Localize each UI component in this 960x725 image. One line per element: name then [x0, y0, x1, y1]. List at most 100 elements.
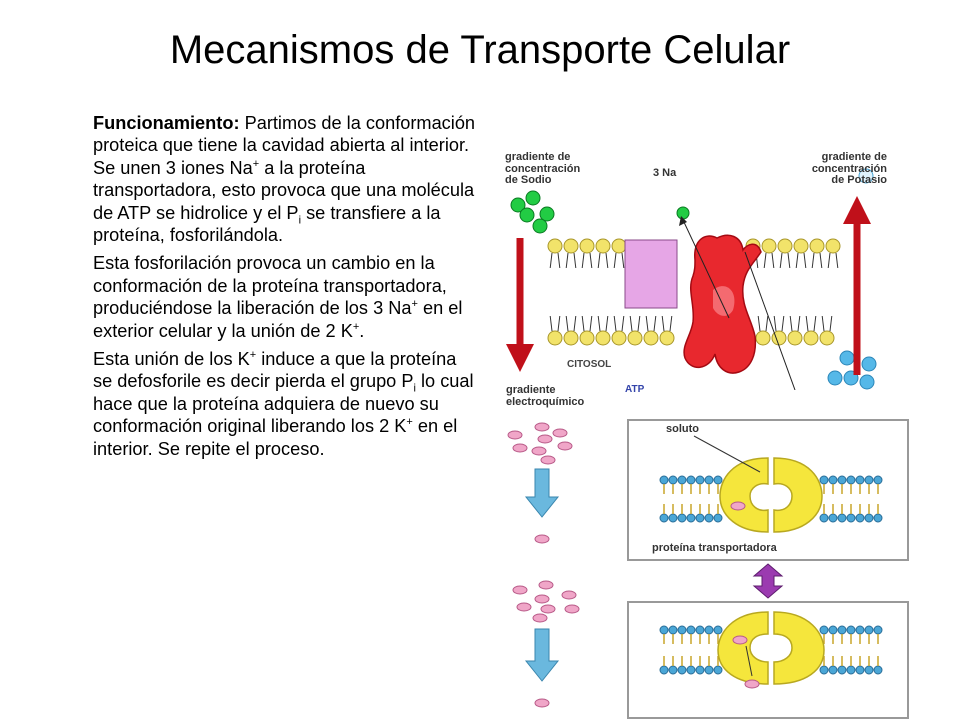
lipid-tail [597, 315, 601, 332]
lipid-head [611, 238, 627, 254]
lipid-head [803, 330, 819, 346]
k-superscript: + [352, 320, 360, 333]
lipid-tail [581, 252, 585, 269]
lipid-head [713, 625, 723, 635]
lipid-tail [779, 252, 783, 269]
lipid-head [659, 475, 669, 485]
lipid-head [563, 330, 579, 346]
sodium-ions [510, 190, 555, 234]
solute-cluster-top [507, 422, 573, 465]
electrochemical-gradient-diagram: gradiente electroquímico [482, 384, 622, 720]
lipid-tail [621, 252, 625, 269]
lipid-tail [813, 315, 817, 332]
lipid-head [873, 475, 883, 485]
lipid-head [828, 665, 838, 675]
lipid-head [864, 625, 874, 635]
sodium-potassium-pump-diagram: gradiente de concentración de Sodio 3 Na… [495, 140, 895, 395]
lipid-tail [629, 315, 633, 332]
paragraph-1-label: Funcionamiento: [93, 113, 240, 133]
paragraph-1-text-b: a la proteína transportadora, esto provo… [93, 157, 475, 223]
lipid-tail [645, 315, 649, 332]
lipid-head [837, 475, 847, 485]
lipid-head [828, 625, 838, 635]
lipid-head [793, 238, 809, 254]
lipid-tail [549, 252, 553, 269]
lipid-tail [773, 315, 777, 332]
paragraph-1: Funcionamiento: Partimos de la conformac… [93, 112, 478, 246]
na-superscript: + [411, 298, 418, 311]
lipid-tail [789, 315, 793, 332]
lipid-tail [811, 252, 815, 269]
lipid-head [713, 475, 723, 485]
lipid-head [668, 625, 678, 635]
gradient-illustration [507, 422, 580, 708]
lipid-head [846, 513, 856, 523]
paragraph-3: Esta unión de los K+ induce a que la pro… [93, 348, 478, 460]
lipid-head [686, 665, 696, 675]
conformation-change-arrow [752, 563, 784, 599]
pump-cavity [713, 286, 735, 316]
gradient-down-arrow [524, 628, 560, 682]
paragraph-3-text-c: lo cual hace que la proteína adquiera de… [93, 371, 474, 437]
slide-title: Mecanismos de Transporte Celular [169, 28, 791, 72]
lipid-tail [637, 315, 641, 332]
lipid-tail [821, 315, 825, 332]
potassium-ion [858, 168, 874, 184]
lipid-tail [757, 315, 761, 332]
lipid-tail [621, 315, 625, 332]
lipid-head [819, 625, 829, 635]
lipid-head [704, 665, 714, 675]
lipid-tail [787, 252, 791, 269]
lipid-tail [589, 315, 593, 332]
lipid-head [659, 330, 675, 346]
lipid-head [643, 330, 659, 346]
lipid-tail [557, 315, 561, 332]
lipid-head [659, 625, 669, 635]
paragraph-2-text-b: en el exterior celular y la unión de 2 K [93, 298, 463, 341]
lipid-head [677, 513, 687, 523]
carrier-illustration [627, 419, 909, 719]
lipid-head [846, 625, 856, 635]
lipid-tail [803, 252, 807, 269]
lipid-head [837, 665, 847, 675]
lipid-head [819, 475, 829, 485]
three-na-label: 3 Na [653, 167, 677, 179]
lipid-tail [597, 252, 601, 269]
lipid-head [819, 513, 829, 523]
lipid-head [713, 665, 723, 675]
lipid-tail [819, 252, 823, 269]
lipid-head [668, 513, 678, 523]
carrier-panel-top [627, 419, 909, 561]
lipid-head [595, 238, 611, 254]
sodium-gradient-label: gradiente de concentración de Sodio [505, 151, 581, 186]
lipid-head [686, 475, 696, 485]
lipid-tail [605, 315, 609, 332]
carrier-membrane-top [659, 475, 883, 523]
lipid-head [873, 625, 883, 635]
citosol-label: CITOSOL [567, 359, 612, 370]
body-text: Funcionamiento: Partimos de la conformac… [93, 112, 478, 466]
lipid-tail [771, 252, 775, 269]
lipid-head [595, 330, 611, 346]
lipid-head [677, 475, 687, 485]
potassium-ions [827, 350, 877, 390]
lipid-head [563, 238, 579, 254]
lipid-head [695, 665, 705, 675]
lipid-tail [829, 315, 833, 332]
pump-illustration [506, 168, 877, 391]
carrier-protein-diagram: soluto proteína transportadora [622, 412, 912, 720]
paragraph-3-text-a: Esta unión de los K [93, 349, 250, 370]
lipid-head [547, 330, 563, 346]
soluto-label: soluto [666, 423, 699, 435]
lipid-head [704, 513, 714, 523]
paragraph-2-text-c: . [359, 320, 365, 341]
lipid-head [659, 665, 669, 675]
lipid-head [855, 625, 865, 635]
lipid-tail [605, 252, 609, 269]
lipid-tail [805, 315, 809, 332]
lipid-head [547, 238, 563, 254]
pi-subscript: i [413, 383, 416, 396]
lipid-tail [797, 315, 801, 332]
sodium-ion [676, 206, 690, 220]
solute-molecule [534, 534, 550, 544]
